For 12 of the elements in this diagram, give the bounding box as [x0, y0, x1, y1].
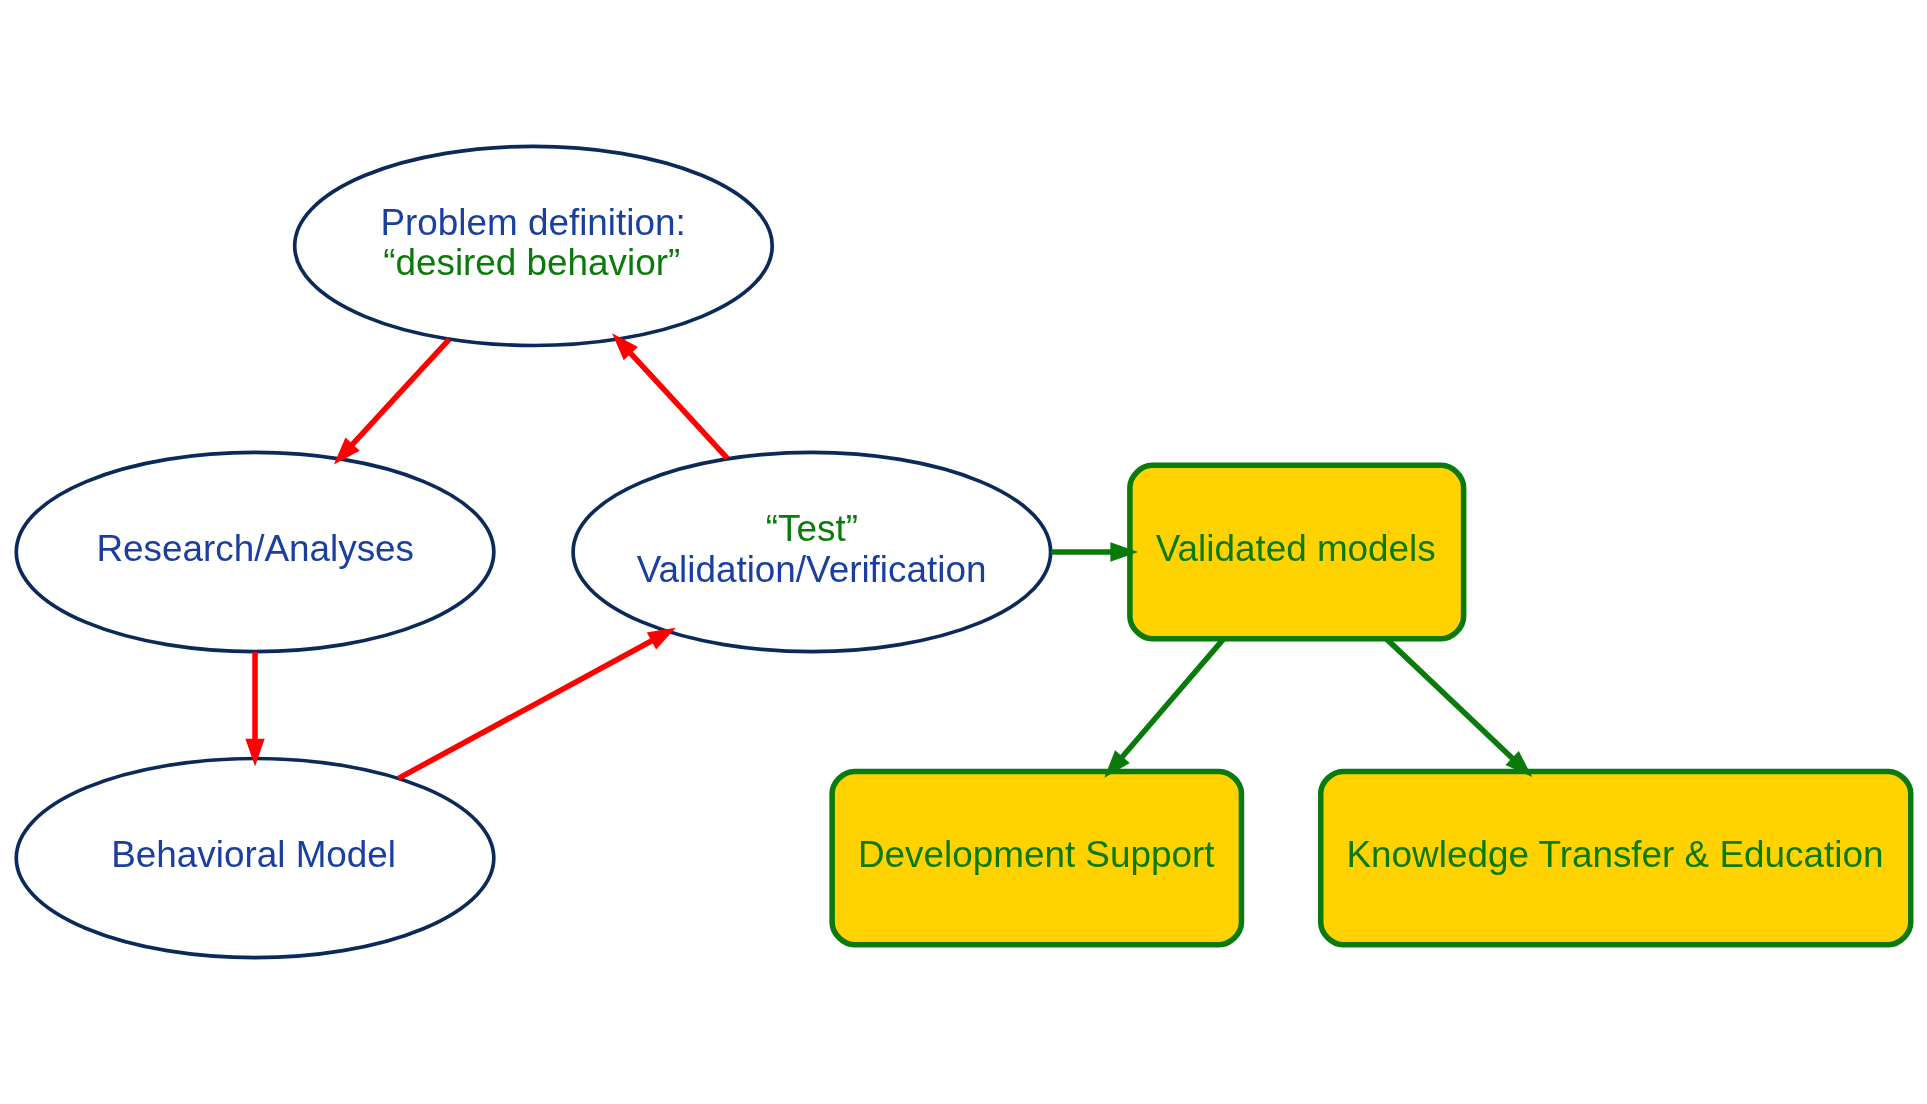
node-ellipse: Research/Analyses	[14, 450, 496, 654]
node-box: Validated models	[1127, 462, 1467, 642]
arrow	[612, 333, 730, 461]
node-ellipse: Problem definition: “desired behavior”	[292, 144, 775, 348]
arrow	[397, 627, 676, 781]
arrow	[245, 652, 265, 767]
node-box: Knowledge Transfer & Education	[1317, 768, 1914, 948]
node-ellipse: “Test” Validation/Verification	[571, 450, 1053, 654]
node-ellipse: Behavioral Model	[14, 756, 496, 960]
node-box: Development Support	[829, 768, 1245, 948]
arrow	[333, 337, 452, 465]
arrow	[1051, 542, 1139, 562]
